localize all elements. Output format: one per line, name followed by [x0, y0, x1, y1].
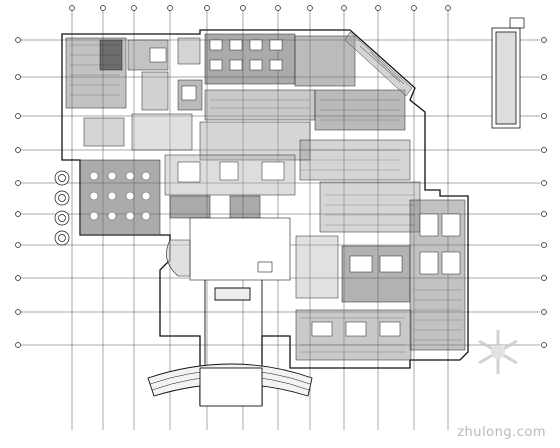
detail-hatching	[70, 44, 462, 353]
snowflake-logo-icon	[478, 330, 518, 374]
watermark-text: zhulong.com	[457, 425, 546, 440]
axis-bubbles-left	[15, 37, 21, 348]
northeast-wing	[344, 31, 413, 97]
detached-block-northeast	[491, 27, 521, 129]
west-circular-features	[54, 170, 70, 246]
northwest-wing-rooms	[65, 37, 203, 151]
entrance-canopy	[147, 280, 313, 407]
axis-bubbles-right	[541, 37, 547, 348]
east-service-wing	[295, 139, 466, 361]
section-marker	[509, 17, 525, 29]
dining-hall	[79, 159, 161, 236]
central-block-rooms	[164, 33, 406, 219]
lobby	[166, 217, 291, 281]
axis-bubbles-top	[69, 5, 451, 11]
